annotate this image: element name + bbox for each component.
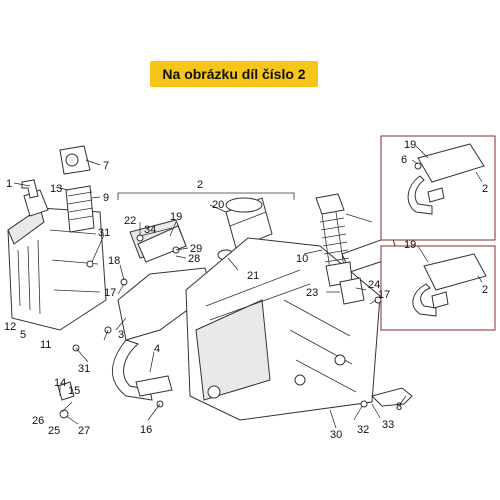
callout-20: 20 bbox=[212, 199, 224, 211]
callout-33: 33 bbox=[382, 419, 394, 431]
callout-24: 24 bbox=[368, 279, 380, 291]
callout-16: 16 bbox=[140, 424, 152, 436]
exhaust-canister bbox=[225, 197, 273, 249]
callout-32: 32 bbox=[357, 424, 369, 436]
variant-1-callout-6: 6 bbox=[401, 154, 407, 166]
callout-13: 13 bbox=[50, 183, 62, 195]
leader-lines bbox=[13, 145, 483, 429]
heat-shield bbox=[137, 225, 187, 263]
callout-14: 14 bbox=[54, 377, 66, 389]
part-2-bracket bbox=[117, 192, 295, 200]
intake-duct bbox=[59, 145, 95, 233]
callout-17-left: 17 bbox=[104, 287, 116, 299]
callout-27: 27 bbox=[78, 425, 90, 437]
callout-25: 25 bbox=[48, 425, 60, 437]
callout-21: 21 bbox=[247, 270, 259, 282]
callout-15: 15 bbox=[68, 385, 80, 397]
callout-11: 11 bbox=[40, 339, 51, 351]
elbow-pipe bbox=[21, 179, 39, 199]
callout-22: 22 bbox=[124, 215, 136, 227]
callout-1: 1 bbox=[6, 178, 12, 190]
callout-4: 4 bbox=[154, 343, 160, 355]
variant-2-callout-2: 2 bbox=[482, 284, 488, 296]
engine-block bbox=[185, 235, 399, 421]
callout-26: 26 bbox=[32, 415, 44, 427]
banner-text: Na obrázku díl číslo 2 bbox=[162, 66, 306, 82]
callout-28: 28 bbox=[188, 253, 200, 265]
variant-1-callout-2: 2 bbox=[482, 183, 488, 195]
callout-5: 5 bbox=[20, 329, 26, 341]
callout-2-group: 2 bbox=[197, 179, 203, 191]
bracket-23 bbox=[339, 277, 365, 305]
callout-31-lower: 31 bbox=[78, 363, 90, 375]
air-filter-housing bbox=[7, 189, 107, 331]
callout-23: 23 bbox=[306, 287, 318, 299]
callout-30: 30 bbox=[330, 429, 342, 441]
callout-12: 12 bbox=[4, 321, 16, 333]
variant-2-callout-19: 19 bbox=[404, 239, 416, 251]
page-title-banner: Na obrázku díl číslo 2 bbox=[150, 61, 318, 87]
callout-29: 29 bbox=[190, 243, 202, 255]
variant-box-1 bbox=[380, 135, 496, 241]
callout-19: 19 bbox=[170, 211, 182, 223]
callout-17-right: 17 bbox=[378, 289, 390, 301]
callout-10: 10 bbox=[296, 253, 308, 265]
callout-3: 3 bbox=[118, 329, 124, 341]
callout-34: 34 bbox=[144, 224, 156, 236]
kick-lever bbox=[371, 387, 413, 407]
variant-box-2 bbox=[380, 245, 496, 331]
shock-absorber bbox=[315, 193, 373, 287]
variant-1-callout-19: 19 bbox=[404, 139, 416, 151]
callout-8: 8 bbox=[396, 401, 402, 413]
callout-7: 7 bbox=[103, 160, 109, 172]
callout-18: 18 bbox=[108, 255, 120, 267]
callout-9: 9 bbox=[103, 192, 109, 204]
callout-31-upper: 31 bbox=[98, 227, 110, 239]
